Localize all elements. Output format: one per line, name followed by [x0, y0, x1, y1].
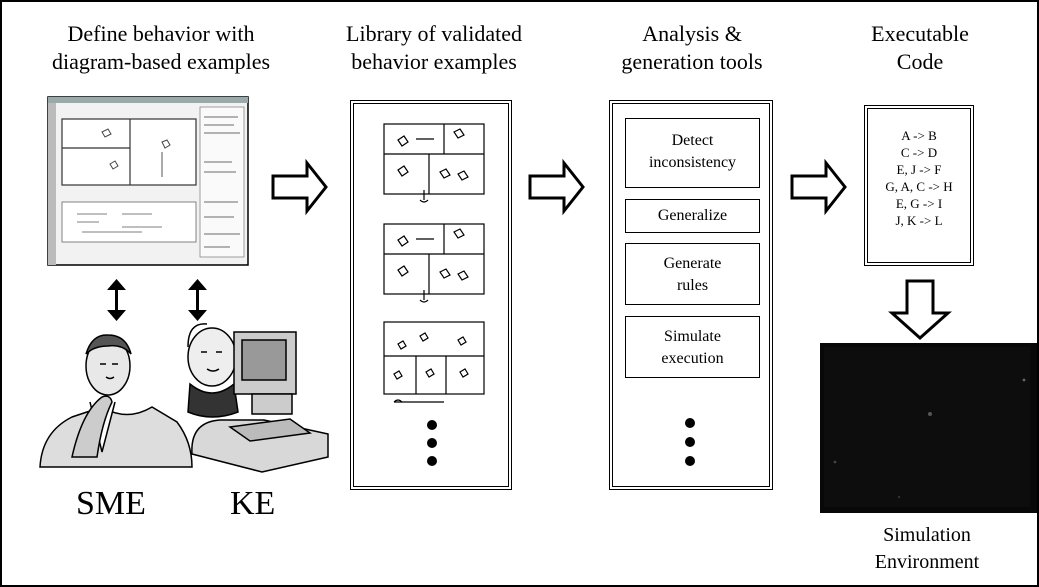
library-column: [350, 100, 512, 490]
sme-person-image: [39, 334, 193, 468]
example-diagrams: [383, 123, 485, 403]
label-sme: SME: [76, 485, 146, 522]
flow-arrow-2: [528, 158, 585, 216]
double-arrow-ke: [188, 279, 207, 321]
code-rule-2: C -> D: [900, 145, 938, 160]
code-rule-3: E, J -> F: [896, 162, 942, 177]
tools-dot-1: [685, 418, 695, 428]
tool-generalize: Generalize: [625, 199, 760, 233]
editor-screenshot-image: [47, 96, 249, 266]
tools-dot-2: [685, 437, 695, 447]
header-analysis: Analysis &generation tools: [621, 21, 763, 74]
flow-arrow-3: [790, 158, 847, 216]
code-rule-1: A -> B: [901, 128, 937, 143]
executable-code-box: A -> B C -> D E, J -> F G, A, C -> H E, …: [864, 105, 974, 266]
simulation-environment-image: [820, 343, 1037, 513]
ke-person-computer-image: [187, 323, 329, 473]
library-dot-3: [427, 456, 437, 466]
label-simulation-environment: Simulation Environment: [874, 524, 980, 573]
example-diagram-3: [383, 321, 485, 403]
label-ke: KE: [230, 485, 276, 522]
library-dot-2: [427, 438, 437, 448]
flow-arrow-1: [271, 158, 328, 216]
tools-dot-3: [685, 456, 695, 466]
code-rule-6: J, K -> L: [895, 213, 943, 228]
code-rule-5: E, G -> I: [895, 196, 943, 211]
example-diagram-2: [383, 223, 485, 303]
double-arrow-sme: [107, 279, 126, 321]
example-diagram-1: [383, 123, 485, 203]
flow-arrow-down: [888, 279, 952, 341]
code-rule-4: G, A, C -> H: [885, 179, 953, 194]
library-dot-1: [427, 420, 437, 430]
